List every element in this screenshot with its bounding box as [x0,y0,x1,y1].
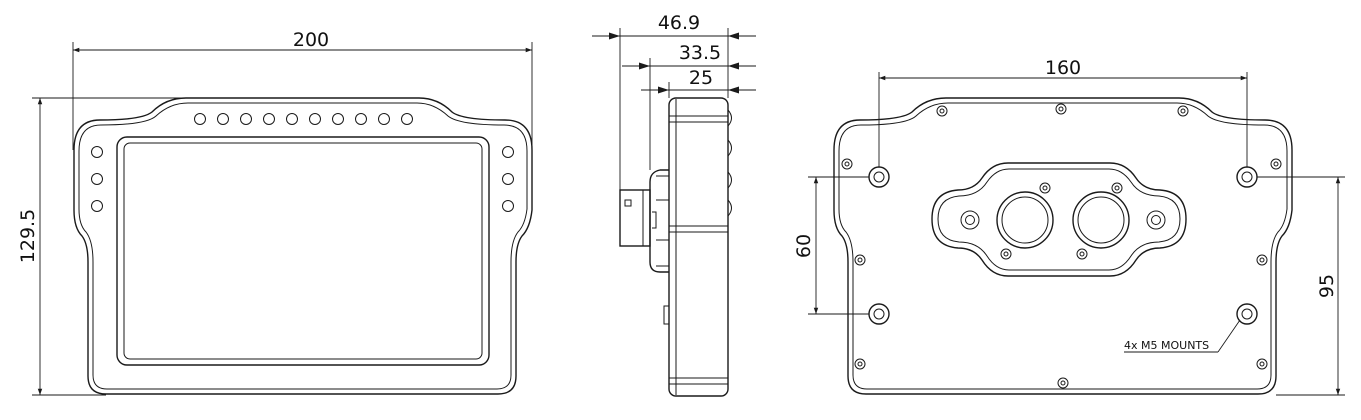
rear-plate-bolts [960,182,1166,260]
top-led [240,113,252,125]
front-inner-outline [78,102,528,390]
top-led [401,113,413,125]
mounts-note: 4x M5 MOUNTS [1124,339,1209,352]
rear-m5-mounts [868,166,1258,325]
side-mount-bolt [624,199,632,207]
rear-inner-outline [838,102,1288,390]
rear-95-label: 95 [1316,274,1338,298]
rear-outer-outline [833,97,1293,395]
side-body-depth-label: 25 [689,67,713,89]
side-body [668,97,729,397]
left-led [91,146,103,158]
side-rear-tab [663,305,670,325]
front-width-label: 200 [293,29,329,51]
right-led [502,173,514,185]
rear-60-label: 60 [793,234,815,258]
side-connector-detail [652,175,669,267]
front-screen-bezel [116,136,490,366]
left-led [91,173,103,185]
top-led [309,113,321,125]
rear-connector-right [1072,191,1130,249]
rear-connector-left-inner [1001,196,1049,244]
rear-connector-right-inner [1077,196,1125,244]
side-view: 46.9 33.5 25 [592,12,756,397]
top-led-row [194,113,413,125]
top-led [194,113,206,125]
side-mid-depth-label: 33.5 [679,42,721,64]
rear-connector-plate-inner [937,168,1181,271]
rear-160-label: 160 [1045,57,1081,79]
right-led [502,146,514,158]
front-view: 200 129.5 [17,29,533,396]
front-height-label: 129.5 [17,209,39,263]
right-led [502,200,514,212]
rear-connector-plate [931,162,1187,277]
front-screen [123,142,483,360]
front-outer-outline [73,97,533,395]
side-total-depth-label: 46.9 [658,12,700,34]
top-led [378,113,390,125]
top-led [217,113,229,125]
side-connector-housing [649,169,669,273]
top-led [286,113,298,125]
right-led-column [502,146,514,212]
rear-view: 160 60 95 4x M5 MOUNTS [793,57,1345,396]
mounts-leader-line [1217,319,1241,353]
left-led [91,200,103,212]
top-led [332,113,344,125]
side-front-bumps [727,109,732,217]
left-led-column [91,146,103,212]
top-led [355,113,367,125]
top-led [263,113,275,125]
rear-perimeter-screws [841,103,1282,389]
rear-connector-left [996,191,1054,249]
side-mount-bracket [619,189,651,247]
